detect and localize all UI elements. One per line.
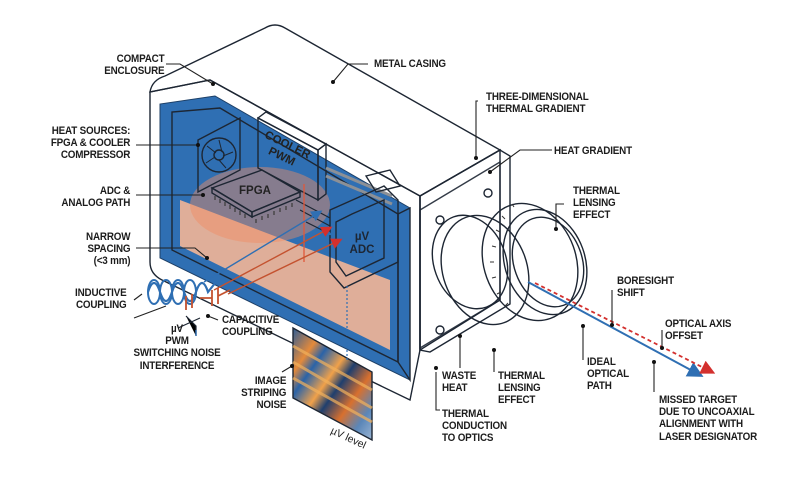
label-three-d-gradient: THREE-DIMENSIONAL THERMAL GRADIENT bbox=[486, 91, 589, 116]
ideal-optical-path bbox=[527, 281, 704, 377]
fpga-label: FPGA bbox=[239, 185, 271, 197]
label-missed-target: MISSED TARGET DUE TO UNCOAXIAL ALIGNMENT… bbox=[659, 394, 758, 443]
inductive-coil bbox=[146, 279, 217, 305]
label-pwm-noise: µV PWM SWITCHING NOISE INTERFERENCE bbox=[133, 323, 221, 372]
label-thermal-lensing-bottom: THERMAL LENSING EFFECT bbox=[498, 370, 545, 407]
label-thermal-lensing-top: THERMAL LENSING EFFECT bbox=[573, 185, 620, 222]
label-boresight-shift: BORESIGHT SHIFT bbox=[617, 275, 674, 300]
cooler-pwm-block: COOLERPWM bbox=[256, 111, 328, 202]
capacitor-symbol bbox=[177, 288, 231, 336]
label-thermal-conduction: THERMAL CONDUCTION TO OPTICS bbox=[442, 408, 507, 445]
label-image-striping: IMAGE STRIPING NOISE bbox=[240, 375, 286, 412]
label-waste-heat: WASTE HEAT bbox=[442, 370, 477, 395]
label-compact-enclosure: COMPACT ENCLOSURE bbox=[103, 53, 164, 78]
label-adc-analog-path: ADC & ANALOG PATH bbox=[61, 185, 130, 210]
label-inductive-coupling: INDUCTIVE COUPLING bbox=[74, 287, 127, 312]
label-heat-sources: HEAT SOURCES: FPGA & COOLER COMPRESSOR bbox=[50, 125, 131, 162]
label-optical-axis-offset: OPTICAL AXIS OFFSET bbox=[665, 318, 732, 343]
label-narrow-spacing: NARROW SPACING (<3 mm) bbox=[85, 231, 131, 268]
casing-top-face bbox=[149, 24, 502, 197]
casing-cutaway bbox=[149, 79, 421, 402]
label-heat-gradient: HEAT GRADIENT bbox=[554, 145, 632, 157]
cooling-fan bbox=[197, 116, 241, 194]
label-metal-casing: METAL CASING bbox=[374, 58, 446, 70]
lens-assembly bbox=[431, 202, 588, 326]
shifted-optical-path bbox=[534, 282, 716, 374]
fpga-chip: FPGA bbox=[210, 169, 302, 223]
label-capacitive-coupling: CAPACITIVE COUPLING bbox=[222, 314, 280, 339]
leader-lines bbox=[133, 63, 664, 411]
striping-noise-image bbox=[292, 326, 373, 442]
label-ideal-optical-path: IDEAL OPTICAL PATH bbox=[587, 356, 629, 393]
